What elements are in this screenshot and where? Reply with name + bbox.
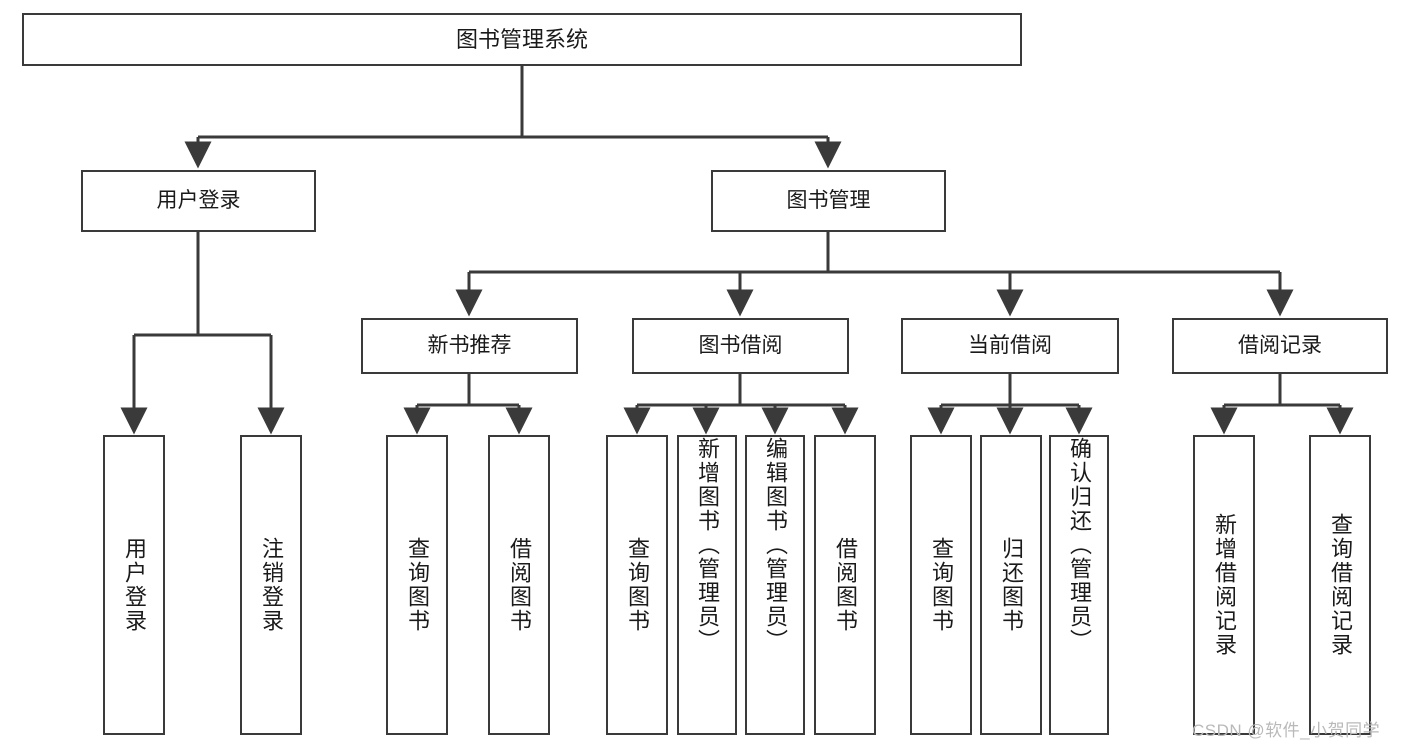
node-leaf-logout[interactable]: 注销登录 xyxy=(240,435,302,735)
node-leaf-query-book-2[interactable]: 查询图书 xyxy=(606,435,668,735)
node-leaf-borrow-book-2-label: 借阅图书 xyxy=(833,537,858,633)
node-book-manage[interactable]: 图书管理 xyxy=(711,170,946,232)
node-leaf-borrow-book-1-label: 借阅图书 xyxy=(507,537,532,633)
node-leaf-add-record-label: 新增借阅记录 xyxy=(1212,513,1237,657)
node-leaf-edit-book-label: 编辑图书（管理员） xyxy=(763,437,788,653)
node-book-manage-label: 图书管理 xyxy=(786,188,871,212)
node-current-borrow[interactable]: 当前借阅 xyxy=(901,318,1119,374)
node-leaf-logout-label: 注销登录 xyxy=(259,537,284,633)
node-leaf-return-book[interactable]: 归还图书 xyxy=(980,435,1042,735)
watermark-text: CSDN @软件_小贺同学 xyxy=(1192,721,1381,740)
node-leaf-query-book-1[interactable]: 查询图书 xyxy=(386,435,448,735)
node-root[interactable]: 图书管理系统 xyxy=(22,13,1022,66)
node-borrow-record[interactable]: 借阅记录 xyxy=(1172,318,1388,374)
node-leaf-return-book-label: 归还图书 xyxy=(999,537,1024,633)
node-user-login[interactable]: 用户登录 xyxy=(81,170,316,232)
node-leaf-edit-book[interactable]: 编辑图书（管理员） xyxy=(745,435,805,735)
node-leaf-query-book-3[interactable]: 查询图书 xyxy=(910,435,972,735)
node-borrow-book-label: 图书借阅 xyxy=(698,333,783,357)
node-leaf-query-book-3-label: 查询图书 xyxy=(929,537,954,633)
node-new-book[interactable]: 新书推荐 xyxy=(361,318,578,374)
node-current-borrow-label: 当前借阅 xyxy=(968,333,1052,357)
node-root-label: 图书管理系统 xyxy=(455,26,588,52)
node-leaf-add-book[interactable]: 新增图书（管理员） xyxy=(677,435,737,735)
node-user-login-label: 用户登录 xyxy=(156,188,241,212)
node-leaf-add-book-label: 新增图书（管理员） xyxy=(695,437,720,653)
node-leaf-add-record[interactable]: 新增借阅记录 xyxy=(1193,435,1255,735)
node-leaf-query-record[interactable]: 查询借阅记录 xyxy=(1309,435,1371,735)
node-leaf-query-record-label: 查询借阅记录 xyxy=(1328,513,1353,657)
node-leaf-user-login[interactable]: 用户登录 xyxy=(103,435,165,735)
node-borrow-record-label: 借阅记录 xyxy=(1238,333,1322,357)
node-leaf-query-book-1-label: 查询图书 xyxy=(405,537,430,633)
node-leaf-borrow-book-2[interactable]: 借阅图书 xyxy=(814,435,876,735)
node-leaf-user-login-label: 用户登录 xyxy=(122,537,147,633)
node-leaf-query-book-2-label: 查询图书 xyxy=(625,537,650,633)
node-new-book-label: 新书推荐 xyxy=(427,333,512,357)
node-leaf-confirm-return-label: 确认归还（管理员） xyxy=(1067,437,1092,653)
node-borrow-book[interactable]: 图书借阅 xyxy=(632,318,849,374)
node-leaf-confirm-return[interactable]: 确认归还（管理员） xyxy=(1049,435,1109,735)
node-leaf-borrow-book-1[interactable]: 借阅图书 xyxy=(488,435,550,735)
